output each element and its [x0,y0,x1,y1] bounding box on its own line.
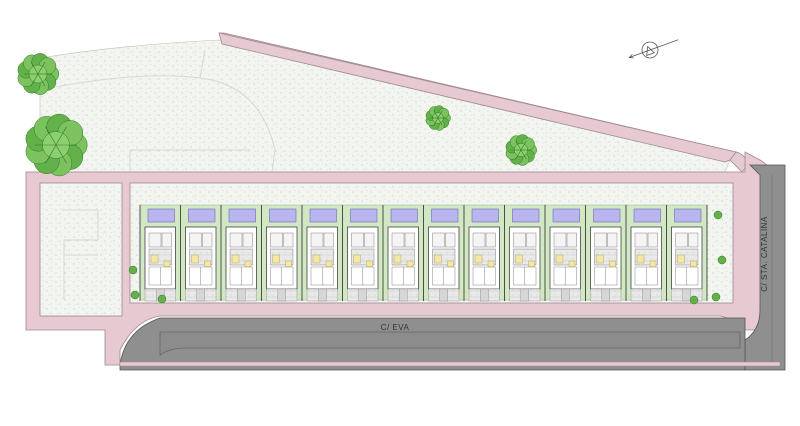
townhouse-unit [463,204,505,302]
shrub [717,255,727,265]
shrub [130,290,140,300]
left-garden-paths [62,209,99,300]
tree-icon [505,134,537,166]
garden-paths [39,49,276,173]
pool [512,208,540,223]
diagonal-sidewalk-band [218,32,737,163]
shrub [713,210,723,220]
shrub [689,295,699,305]
townhouse-unit [585,204,627,302]
pool [674,208,702,223]
townhouse-unit [625,204,667,302]
lower-sidewalk [119,361,781,367]
townhouse-unit [261,204,303,302]
townhouse-unit [342,204,384,302]
left-garden [39,182,123,317]
tree-icon [425,105,451,131]
pool [350,208,378,223]
pool [593,208,621,223]
shrub [711,292,721,302]
tree-icon [17,53,60,95]
townhouse-row [128,204,727,305]
road-median [159,331,741,356]
townhouse-unit [423,204,465,302]
pool [147,208,175,223]
pool [552,208,580,223]
street-label-main: C/ EVA [381,323,410,332]
pool [633,208,661,223]
north-arrow-icon [628,39,679,59]
side-road [744,164,786,371]
pool [188,208,216,223]
townhouse-unit [666,204,708,302]
trees [17,53,537,177]
townhouse-unit [544,204,586,302]
townhouse-unit [301,204,343,302]
pool [309,208,337,223]
townhouse-unit [504,204,546,302]
shrub [157,294,167,304]
upper-garden [39,39,731,173]
pool [471,208,499,223]
townhouse-unit [220,204,262,302]
pool [390,208,418,223]
tree-icon [25,113,88,177]
pool [228,208,256,223]
townhouse-unit [382,204,424,302]
street-label-side: C/ STA. CATALINA [760,216,769,292]
townhouse-unit [139,204,181,302]
pool [431,208,459,223]
pool [269,208,297,223]
shrub [128,265,138,275]
townhouse-unit [180,204,222,302]
